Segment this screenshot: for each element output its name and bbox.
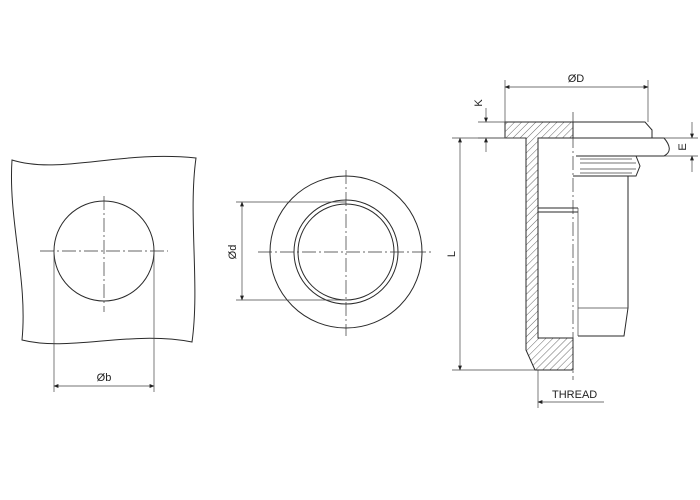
insert-top-view: Ød	[227, 170, 434, 336]
head-flange	[573, 121, 653, 139]
section-hatch	[504, 121, 574, 371]
panel-sheet	[578, 137, 670, 157]
insert-section-view: ØD K E L THREAD	[446, 73, 698, 408]
body-outline	[573, 175, 629, 337]
length-label: L	[446, 251, 458, 257]
head-height-label: K	[473, 99, 485, 107]
grip-range-label: E	[677, 143, 689, 150]
thread-label: THREAD	[552, 389, 597, 401]
panel-outline	[10, 155, 197, 345]
hole-diameter-label: Øb	[97, 372, 112, 384]
panel-view: Øb	[10, 155, 197, 392]
head-diameter-label: ØD	[568, 73, 585, 85]
bore-diameter-label: Ød	[227, 245, 239, 260]
